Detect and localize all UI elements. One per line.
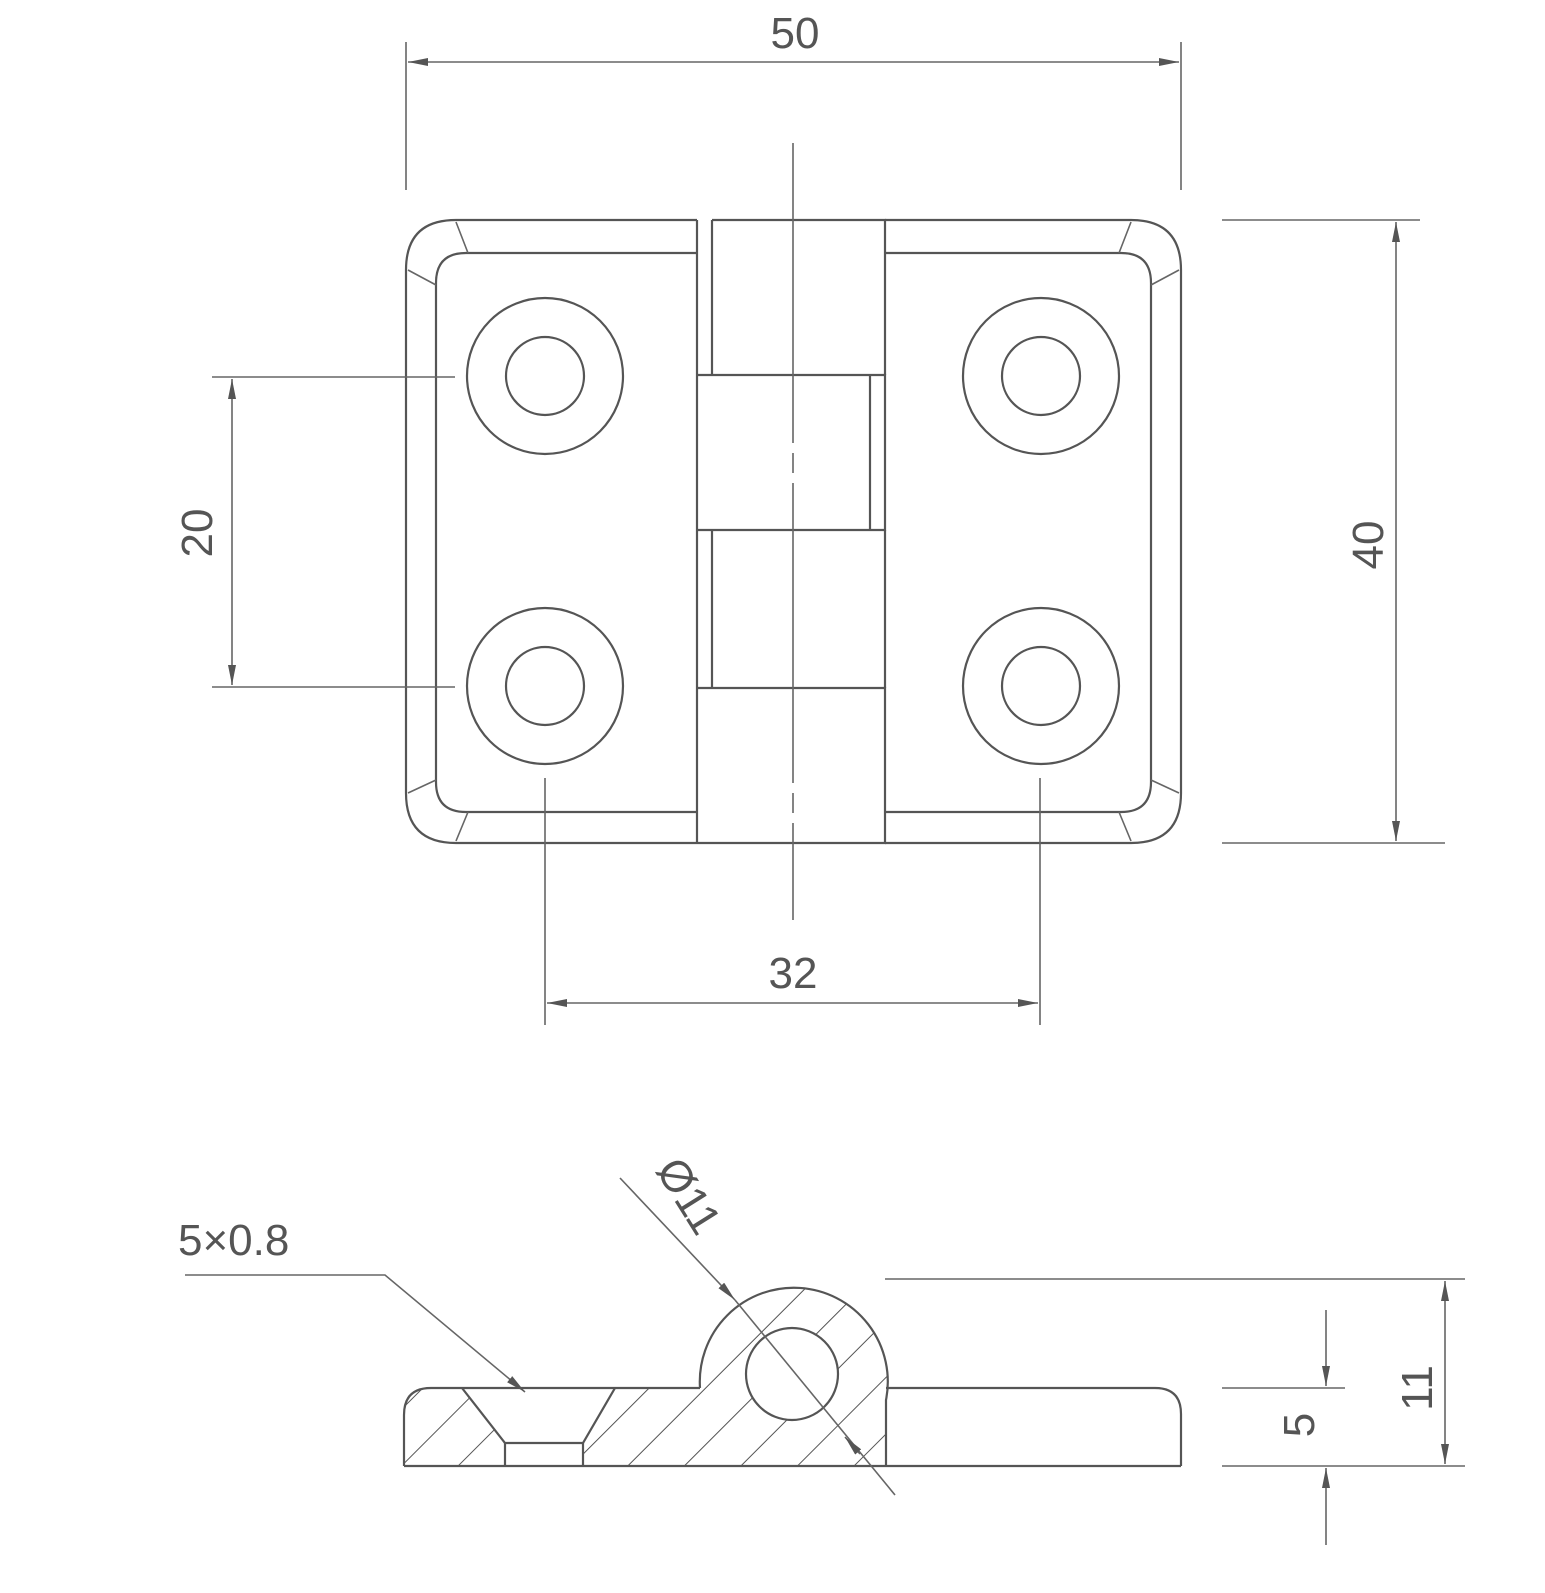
countersink-callout: 5×0.8 [178, 1216, 526, 1393]
pin-hole [744, 1326, 840, 1422]
dimension-height: 40 [1222, 219, 1445, 844]
hole-top-left [465, 296, 625, 456]
dimension-width: 50 [405, 9, 1182, 190]
dimension-total-height: 11 [885, 1278, 1465, 1467]
hole-bottom-left [465, 606, 625, 766]
right-leaf [885, 218, 1183, 845]
hinge-knuckle [695, 218, 887, 845]
dimension-hole-vertical: 20 [173, 376, 455, 688]
dimension-label-11: 11 [1393, 1365, 1442, 1411]
dimension-label-20: 20 [173, 509, 222, 558]
diameter-label: Ø11 [647, 1149, 731, 1243]
dimension-label-50: 50 [771, 9, 820, 58]
dimension-label-40: 40 [1344, 521, 1393, 570]
top-view: 50 40 20 32 [173, 9, 1445, 1025]
hole-bottom-right [961, 606, 1121, 766]
left-leaf [404, 218, 697, 845]
dimension-label-32: 32 [769, 949, 818, 998]
hole-top-right [961, 296, 1121, 456]
section-view: 5×0.8 Ø11 11 5 [178, 1149, 1465, 1545]
dimension-label-5: 5 [1275, 1413, 1324, 1437]
countersink-label: 5×0.8 [178, 1216, 289, 1265]
dimension-plate-thickness: 5 [1222, 1310, 1345, 1545]
section-hatched-body [404, 1287, 888, 1466]
mounting-holes [465, 296, 1121, 766]
dimension-hole-horizontal: 32 [544, 778, 1041, 1025]
